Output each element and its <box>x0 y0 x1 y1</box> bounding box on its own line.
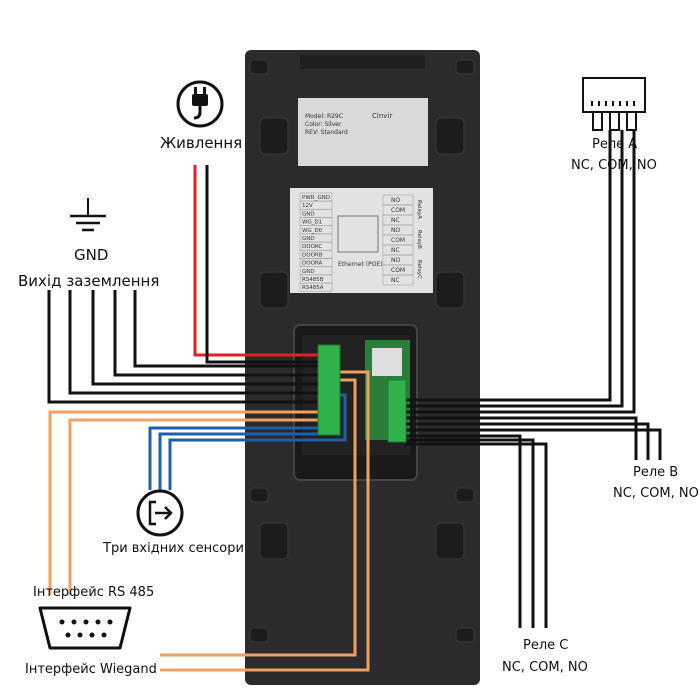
relay-a-pins-label: NC, COM, NO <box>571 158 657 173</box>
terminal-relay-tags: RelayA RelayB RelayC <box>416 200 422 279</box>
ground-icon <box>70 198 106 232</box>
wiegand-wire-d1 <box>160 370 370 672</box>
sensor-wire-a <box>148 426 340 490</box>
relay-a-wire-no <box>406 130 636 414</box>
terminal-right-label: COM <box>391 267 405 274</box>
relay-c-wire-nc <box>406 434 522 628</box>
ground-output-label: Вихід заземлення <box>18 272 160 290</box>
ground-output-wire <box>47 290 325 404</box>
terminal-ethernet-label: Ethernet (POE) <box>338 261 383 268</box>
wiegand-label: Інтерфейс Wiegand <box>25 662 157 677</box>
label-rev: REV: Standard <box>305 129 348 136</box>
right-terminal-block <box>387 379 407 443</box>
relay-a-label: Реле А <box>592 137 638 152</box>
power-wire-positive <box>193 165 325 357</box>
wires <box>47 130 662 672</box>
power-wire-ground <box>205 165 325 364</box>
relay-c-label: Реле С <box>523 638 569 653</box>
terminal-right-label: NC <box>391 247 400 254</box>
terminal-left-label: WG_D1 <box>302 220 322 226</box>
relay-b-wire-no <box>406 428 662 460</box>
label-model: Model: R29C <box>305 113 343 120</box>
rs485-wire-b <box>68 418 325 595</box>
terminal-left-label: GND <box>302 211 315 217</box>
terminal-left-label: DOORC <box>302 244 322 250</box>
sensor-wire-c <box>168 393 347 490</box>
power-plug-icon <box>176 80 224 128</box>
terminal-left-label: RS485A <box>302 285 324 291</box>
terminal-left-label: DOORB <box>302 252 323 258</box>
rs485-label: Інтерфейс RS 485 <box>33 585 155 600</box>
relay-a-wire-com <box>406 130 624 408</box>
sensor-wire-b <box>158 432 340 490</box>
sensors-label: Три вхідних сенсори <box>103 541 244 556</box>
terminal-left-label: DOORA <box>302 261 322 267</box>
ground-output-wire <box>133 290 325 368</box>
relay-b-wire-nc <box>406 416 638 460</box>
intercom-device <box>245 50 480 685</box>
product-label: Model: R29C Color: Silver REV: Standard … <box>305 112 392 136</box>
terminal-left-label: RS485B <box>302 277 324 283</box>
gnd-label: GND <box>74 246 109 264</box>
terminal-right-label: NO <box>391 227 400 234</box>
relay-a-wire-nc <box>406 130 612 402</box>
terminal-right-labels: NO COM NC NO COM NC NO COM NC <box>382 194 414 286</box>
relay-c-wire-no <box>406 442 548 628</box>
relay-c-wire-com <box>406 438 535 628</box>
terminal-right-label: NO <box>391 197 400 204</box>
terminal-left-labels: PWR_GND12VGNDWG_D1WG_D0GNDDOORCDOORBDOOR… <box>299 192 333 292</box>
wiegand-wire-d0 <box>160 378 357 657</box>
power-label: Живлення <box>160 134 243 152</box>
terminal-right-label: NO <box>391 257 400 264</box>
label-color: Color: Silver <box>305 121 342 128</box>
terminal-right-cell <box>382 274 414 286</box>
db9-connector-icon <box>38 606 132 650</box>
terminal-relay-tag: RelayB <box>416 230 422 249</box>
relay-icon <box>582 77 646 131</box>
terminal-left-label: 12V <box>302 203 313 209</box>
terminal-relay-tag: RelayA <box>416 200 422 219</box>
terminal-right-label: COM <box>391 237 405 244</box>
relay-c-pins-label: NC, COM, NO <box>502 660 588 675</box>
terminal-relay-tag: RelayC <box>416 260 422 279</box>
relay-b-pins-label: NC, COM, NO <box>613 486 699 501</box>
terminal-left-label: PWR_GND <box>302 195 330 201</box>
terminal-left-label: WG_D0 <box>302 228 323 234</box>
sensor-input-icon <box>136 489 184 537</box>
terminal-left-label: GND <box>302 236 315 242</box>
label-brand: Cinvir <box>372 112 392 120</box>
left-terminal-block <box>317 344 341 436</box>
rs485-wire-a <box>48 410 325 595</box>
ground-output-wire <box>68 290 325 395</box>
terminal-left-label: GND <box>302 269 315 275</box>
terminal-right-label: NC <box>391 277 400 284</box>
ground-output-wire <box>113 290 325 377</box>
terminal-right-label: COM <box>391 207 405 214</box>
terminal-right-label: NC <box>391 217 400 224</box>
ground-output-wire <box>91 290 325 386</box>
terminal-left-cell <box>299 282 333 292</box>
relay-b-wire-com <box>406 422 650 460</box>
relay-b-label: Реле В <box>633 465 679 480</box>
